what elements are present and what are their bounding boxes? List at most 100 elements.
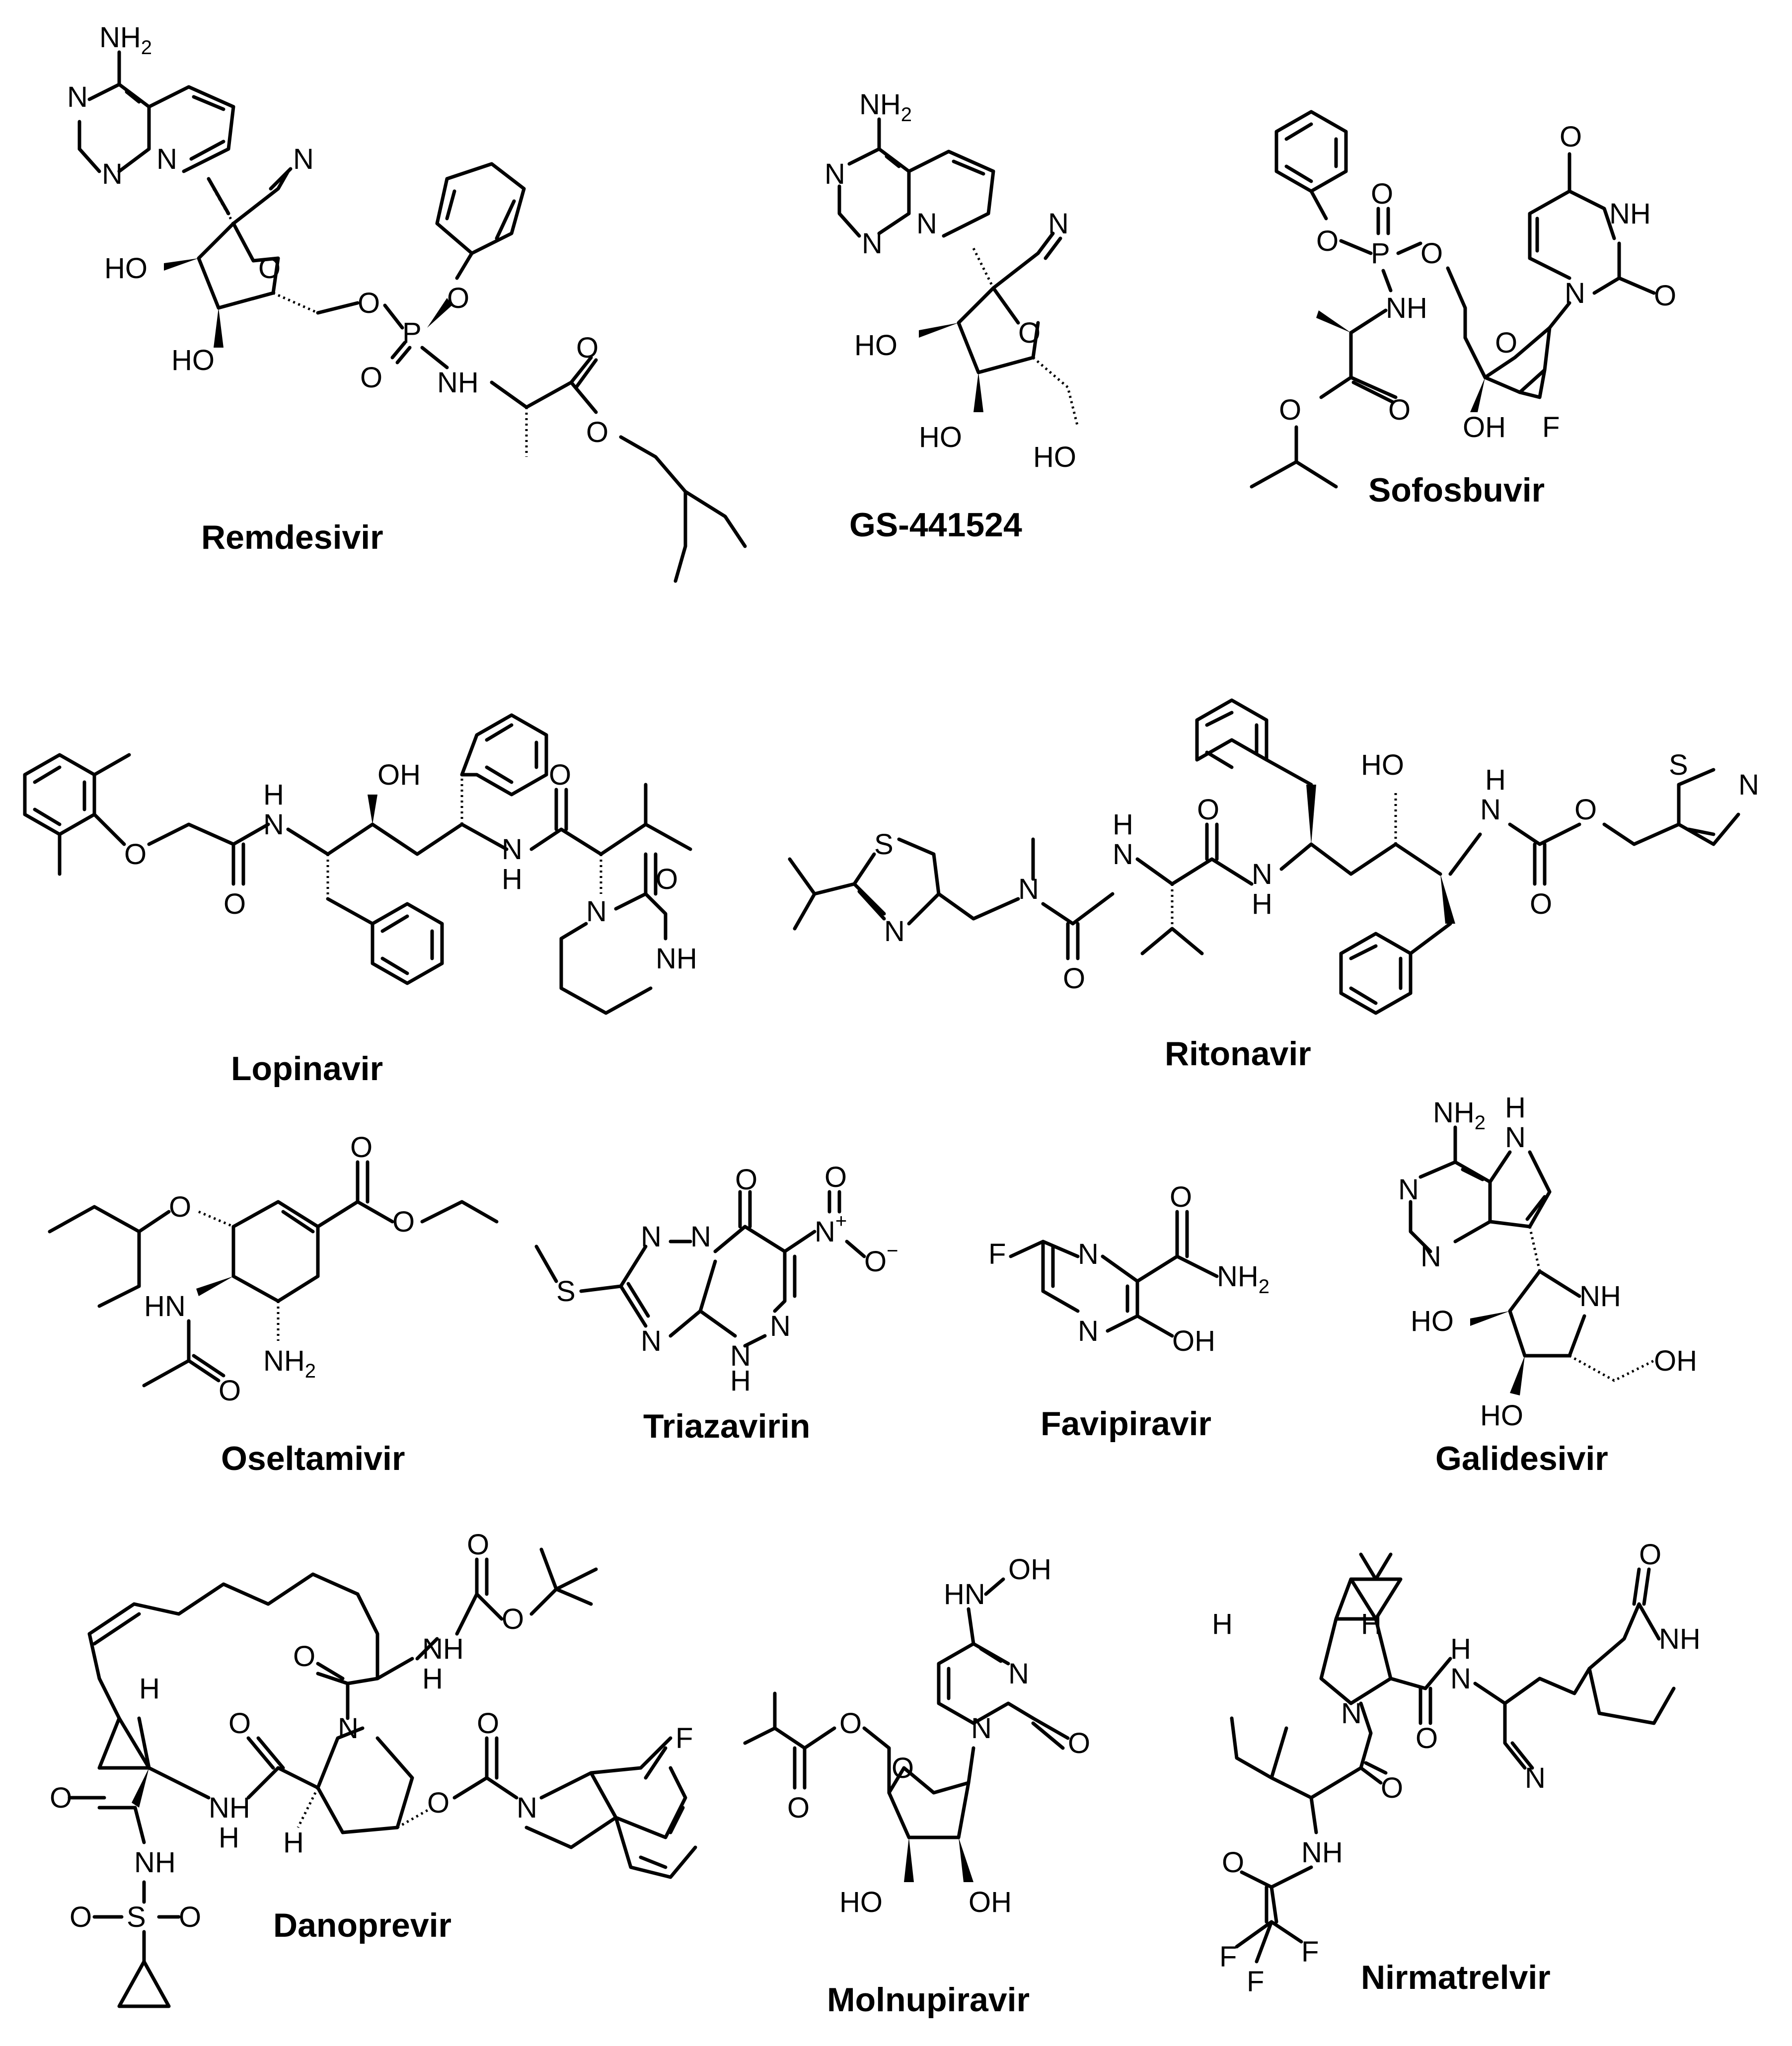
atom-o: O [1639, 1538, 1661, 1571]
atom-nh: NH [1609, 198, 1651, 230]
compound-name-lopinavir: Lopinavir [231, 1050, 383, 1088]
atom-s: S [1669, 749, 1688, 781]
atom-o: O [1222, 1846, 1244, 1879]
structure-galidesivir: NH2 N N H N NH HO HO OH Galidesivir [1398, 1092, 1697, 1477]
atom-nh: NH [422, 1633, 464, 1665]
atom-nh: NH [1579, 1280, 1621, 1313]
atom-ho: HO [839, 1886, 883, 1918]
atom-ho: HO [171, 344, 215, 376]
atom-o: O [358, 287, 380, 319]
compound-name-molnupiravir: Molnupiravir [827, 1981, 1030, 2019]
atom-h: H [502, 863, 523, 895]
atom-nh: NH [209, 1792, 250, 1824]
atom-n: N [1738, 769, 1759, 801]
atom-n: N [586, 895, 607, 928]
compound-name-ritonavir: Ritonavir [1165, 1035, 1311, 1073]
atom-o: O [124, 838, 147, 871]
atom-o: O [1388, 394, 1411, 426]
atom-n: N [884, 915, 905, 948]
atom-oh: OH [1008, 1553, 1051, 1586]
atom-p: P [1371, 237, 1390, 270]
atom-o: O [224, 888, 246, 920]
structure-gs-441524: NH2 N N N N O HO HO HO GS-441524 [824, 88, 1079, 544]
structure-sofosbuvir: O P O O NH O O O OH F N O NH O Sofosbuvi… [1250, 110, 1676, 509]
atom-oh: OH [377, 759, 421, 791]
atom-o: O [1371, 178, 1393, 210]
structure-nirmatrelvir: H H N O H N N O NH O NH O F F F Nirmatre… [1212, 1538, 1701, 1998]
atom-nh2: NH2 [263, 1345, 316, 1382]
atom-o: O [586, 416, 608, 448]
structure-molnupiravir: HN OH N N O O O O HO OH Molnupiravir [743, 1553, 1090, 2019]
atom-o: O [50, 1782, 72, 1814]
compound-name-sofosbuvir: Sofosbuvir [1368, 471, 1545, 509]
atom-nh2: NH2 [1433, 1096, 1486, 1134]
atom-n: N [641, 1221, 662, 1253]
atom-n: N [971, 1712, 992, 1745]
atom-o: O [467, 1529, 489, 1561]
atom-n: N [1341, 1697, 1362, 1730]
structure-oseltamivir: O O O HN O NH2 Oseltamivir [48, 1131, 499, 1477]
atom-ho: HO [1480, 1399, 1523, 1432]
atom-o: O [1197, 794, 1219, 826]
atom-o: O [293, 1640, 315, 1673]
atom-o: O [1654, 280, 1676, 312]
atom-nplus: N+ [815, 1210, 847, 1248]
structure-triazavirin: S N N N O N N H N+ O O− Triazavirin [534, 1161, 898, 1445]
atom-s: S [874, 828, 894, 861]
compound-name-oseltamivir: Oseltamivir [221, 1440, 405, 1477]
atom-h: H [1252, 888, 1272, 920]
atom-n: N [156, 143, 177, 175]
atom-f: F [1247, 1966, 1264, 1998]
atom-o: O [576, 332, 598, 364]
atom-oh: OH [1463, 411, 1506, 443]
compound-name-danoprevir: Danoprevir [273, 1906, 451, 1944]
atom-f: F [988, 1238, 1006, 1270]
atom-o: O [477, 1707, 499, 1740]
atom-o: O [392, 1206, 415, 1238]
atom-n: N [293, 143, 314, 175]
atom-f: F [1301, 1936, 1319, 1968]
atom-n: N [1113, 838, 1133, 871]
atom-n: N [1565, 277, 1585, 309]
structure-lopinavir: O O H N OH N H O N O NH Lopinavir [23, 713, 697, 1088]
atom-nh: NH [1659, 1623, 1701, 1655]
atom-f: F [675, 1722, 693, 1754]
atom-oh: OH [1654, 1345, 1697, 1377]
atom-nh: NH [134, 1846, 176, 1879]
atom-h: H [1485, 764, 1506, 796]
atom-hn-oh: HN [944, 1578, 985, 1610]
atom-nh: NH [1301, 1836, 1343, 1869]
atom-o: O [1574, 794, 1597, 826]
atom-o: O [1530, 888, 1552, 920]
atom-n: N [502, 833, 523, 866]
atom-o: O [1068, 1727, 1090, 1759]
atom-nh2: NH2 [1217, 1260, 1269, 1298]
atom-n: N [517, 1792, 537, 1824]
atom-o: O [169, 1191, 191, 1223]
atom-o: O [447, 282, 469, 314]
atom-ho: HO [1033, 441, 1076, 473]
atom-hn: HN [144, 1290, 186, 1322]
atom-f: F [1542, 411, 1560, 443]
atom-h: H [1505, 1092, 1526, 1124]
atom-n: N [1252, 858, 1272, 890]
atom-o: O [1381, 1772, 1403, 1804]
atom-o: O [892, 1752, 914, 1784]
structure-favipiravir: F N N O NH2 OH Favipiravir [988, 1181, 1269, 1443]
atom-o: O [1279, 394, 1301, 426]
atom-n: N [263, 808, 284, 841]
compound-name-remdesivir: Remdesivir [201, 518, 383, 556]
atom-n: N [1008, 1658, 1029, 1690]
atom-n: N [1078, 1238, 1099, 1270]
atom-n: N [1450, 1663, 1471, 1695]
atom-o: O [735, 1164, 757, 1196]
atom-o: O [787, 1792, 810, 1824]
atom-oh: OH [969, 1886, 1012, 1918]
atom-nh: NH [1386, 292, 1427, 324]
atom-o: O [1420, 237, 1443, 270]
atom-nh2: NH2 [859, 88, 912, 126]
atom-n: N [824, 158, 845, 190]
atom-s: S [556, 1275, 576, 1308]
compound-name-gs-441524: GS-441524 [849, 506, 1022, 544]
